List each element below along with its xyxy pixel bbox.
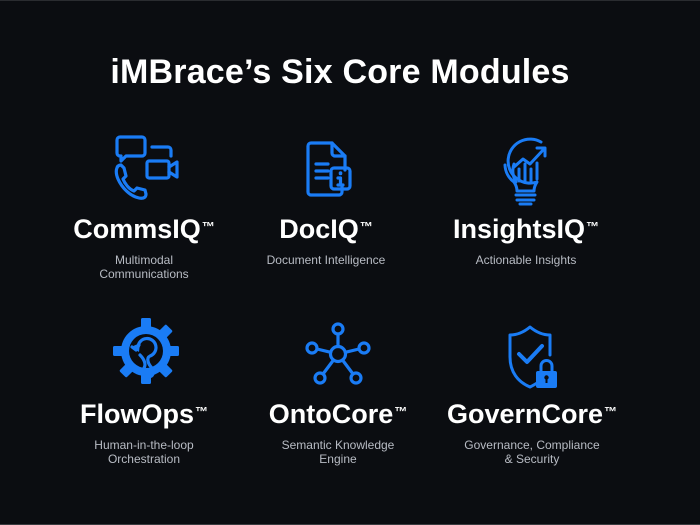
module-title: FlowOps — [80, 399, 194, 429]
trademark-symbol: ™ — [201, 219, 215, 234]
trademark-symbol: ™ — [604, 404, 618, 419]
page-title: iMBrace’s Six Core Modules — [110, 53, 570, 91]
module-title: InsightsIQ — [452, 214, 585, 244]
module-title: OntoCore — [268, 399, 394, 429]
module-flowops: FlowOps™ Human-in-the-loop Orchestration — [44, 316, 244, 466]
module-insightsiq: InsightsIQ™ Actionable Insights — [426, 131, 626, 267]
module-governcore: GovernCore™ Governance, Compliance & Sec… — [432, 316, 632, 466]
module-description: Governance, Compliance & Security — [464, 438, 600, 466]
module-description: Actionable Insights — [475, 253, 577, 267]
module-title: CommsIQ — [73, 214, 201, 244]
module-title: GovernCore — [446, 399, 604, 429]
module-description: Document Intelligence — [266, 253, 386, 267]
trademark-symbol: ™ — [394, 404, 408, 419]
shield-check-lock-icon — [492, 316, 572, 396]
lightbulb-chart-icon — [486, 131, 566, 211]
module-description: Multimodal Communications — [99, 253, 189, 281]
module-commsiq: CommsIQ™ Multimodal Communications — [44, 131, 244, 281]
document-info-icon — [286, 131, 366, 211]
network-nodes-icon — [298, 316, 378, 396]
module-description: Human-in-the-loop Orchestration — [94, 438, 194, 466]
trademark-symbol: ™ — [195, 404, 208, 419]
trademark-symbol: ™ — [359, 219, 373, 234]
module-dociq: DocIQ™ Document Intelligence — [226, 131, 426, 267]
module-description: Semantic Knowledge Engine — [281, 438, 395, 466]
module-ontocore: OntoCore™ Semantic Knowledge Engine — [238, 316, 438, 466]
module-title: DocIQ — [279, 214, 359, 244]
gear-loop-icon — [104, 316, 184, 396]
chat-video-phone-icon — [104, 131, 184, 211]
trademark-symbol: ™ — [586, 219, 599, 234]
